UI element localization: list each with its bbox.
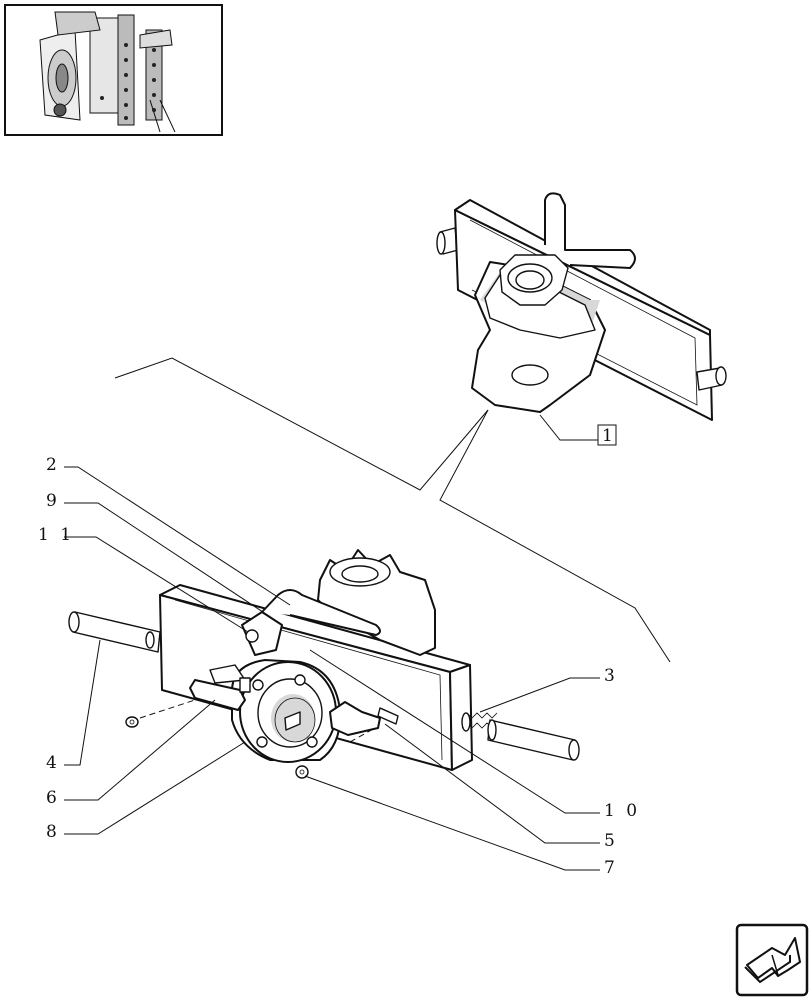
hitch-assembly-complete: 1	[436, 192, 727, 446]
callout-8: 8	[46, 822, 60, 842]
left-pin	[68, 611, 161, 653]
callout-5: 5	[604, 831, 618, 851]
location-thumbnail	[4, 4, 223, 136]
callout-labels: 2 9 1 1 4 6 8 3 1 0 5 7	[38, 455, 640, 878]
explode-guide-lines	[114, 357, 671, 663]
spring-and-pin	[461, 712, 580, 761]
callout-11: 1 1	[38, 525, 74, 545]
next-page-arrow-icon[interactable]	[735, 923, 809, 997]
callout-10: 1 0	[604, 801, 640, 821]
hitch-assembly-exploded	[68, 549, 580, 779]
callout-2: 2	[46, 455, 60, 475]
assembly-ref-box-label: 1	[602, 426, 613, 446]
callout-6: 6	[46, 788, 60, 808]
callout-3: 3	[604, 666, 618, 686]
callout-9: 9	[46, 491, 60, 511]
leader-lines	[64, 466, 600, 871]
flange-ring	[230, 659, 342, 763]
callout-7: 7	[604, 858, 618, 878]
callout-4: 4	[46, 753, 60, 773]
